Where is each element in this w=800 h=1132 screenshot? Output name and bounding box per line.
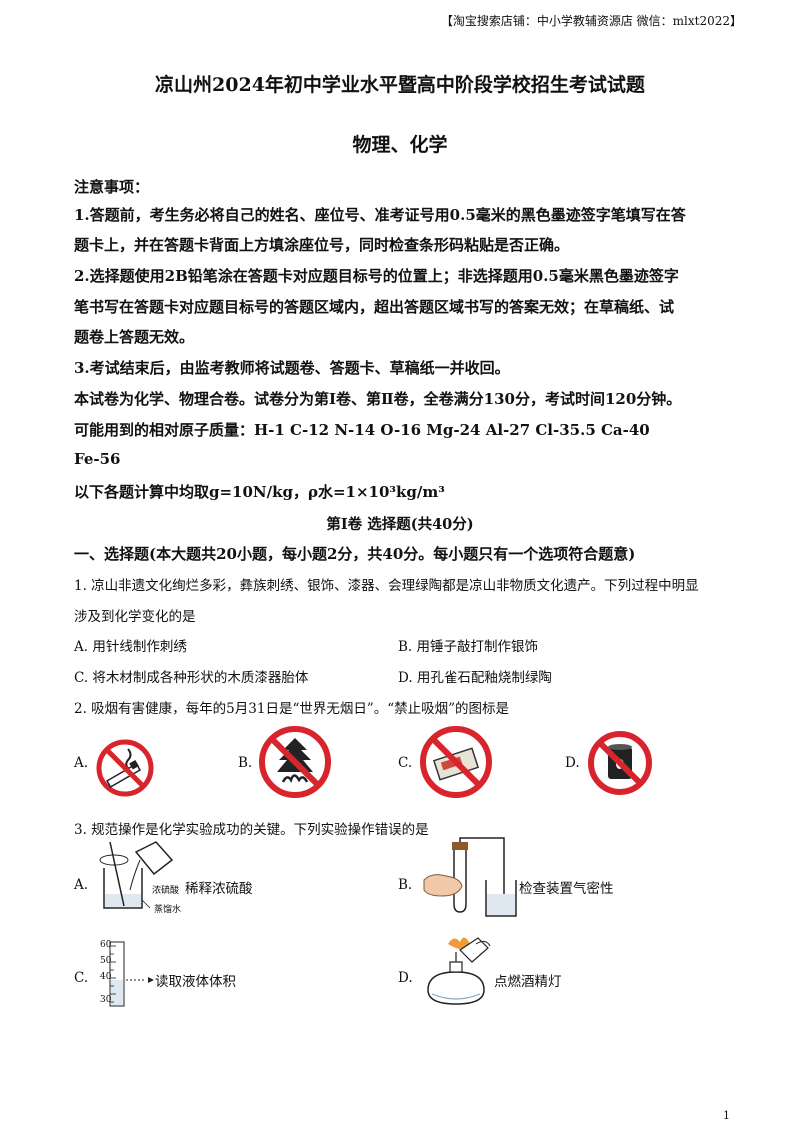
no-matches-sign-icon [420, 726, 492, 798]
q2-label-c: C. [398, 755, 413, 771]
q3-option-d-text: 点燃酒精灯 [494, 974, 562, 990]
q3-stem: 3. 规范操作是化学实验成功的关键。下列实验操作错误的是 [74, 822, 429, 838]
exam-intro: 本试卷为化学、物理合卷。试卷分为第Ⅰ卷、第Ⅱ卷，全卷满分130分，考试时间120… [74, 390, 682, 408]
note-2-line-1: 2.选择题使用2B铅笔涂在答题卡对应题目标号的位置上；非选择题用0.5毫米黑色墨… [74, 267, 679, 285]
atomic-mass-line-1: 可能用到的相对原子质量：H-1 C-12 N-14 O-16 Mg-24 Al-… [74, 421, 650, 439]
q2-label-a: A. [74, 755, 89, 771]
exam-subtitle: 物理、化学 [352, 134, 448, 156]
q3-label-a: A. [74, 877, 89, 893]
note-2-line-3: 题卷上答题无效。 [74, 328, 195, 346]
tick-30: 30 [100, 995, 112, 1005]
notes-heading: 注意事项： [74, 178, 150, 196]
no-flammable-sign-icon [588, 731, 652, 795]
section-title: 第Ⅰ卷 选择题(共40分) [326, 516, 474, 533]
q3-a-tag-water: 蒸馏水 [154, 905, 182, 915]
graduated-cylinder-icon [109, 941, 154, 1007]
header-note: 【淘宝搜索店铺：中小学教辅资源店 微信：mlxt2022】 [440, 14, 742, 28]
q1-stem-line-2: 涉及到化学变化的是 [74, 609, 196, 625]
q1-option-d: D. 用孔雀石配釉烧制绿陶 [398, 670, 552, 686]
no-smoking-sign-icon [96, 739, 154, 797]
q3-option-a-text: 稀释浓硫酸 [185, 881, 253, 897]
page-number: 1 [723, 1109, 730, 1122]
tick-40: 40 [100, 972, 112, 982]
note-1-line-1: 1.答题前，考生务必将自己的姓名、座位号、准考证号用0.5毫米的黑色墨迹签字笔填… [74, 206, 686, 224]
note-2-line-2: 笔书写在答题卡对应题目标号的答题区域内，超出答题区域书写的答案无效；在草稿纸、试 [74, 298, 675, 316]
note-1-line-2: 题卡上，并在答题卡背面上方填涂座位号，同时检查条形码粘贴是否正确。 [74, 236, 570, 254]
q2-label-d: D. [565, 755, 580, 771]
exam-title: 凉山州2024年初中学业水平暨高中阶段学校招生考试试题 [155, 74, 645, 96]
q1-stem-line-1: 1. 凉山非遗文化绚烂多彩，彝族刺绣、银饰、漆器、会理绿陶都是凉山非物质文化遗产… [74, 578, 699, 594]
q3-label-c: C. [74, 970, 89, 986]
q3-a-tag-acid: 浓硫酸 [152, 886, 180, 896]
alcohol-lamp-diagram-icon [427, 937, 491, 1005]
q2-label-b: B. [238, 755, 253, 771]
constants-line: 以下各题计算中均取g=10N/kg，ρ水=1×10³kg/m³ [74, 483, 445, 501]
q2-stem: 2. 吸烟有害健康，每年的5月31日是“世界无烟日”。“禁止吸烟”的图标是 [74, 701, 510, 717]
q1-option-b: B. 用锤子敲打制作银饰 [398, 639, 539, 655]
gas-tightness-diagram-icon [423, 837, 517, 917]
part-heading: 一、选择题(本大题共20小题，每小题2分，共40分。每小题只有一个选项符合题意) [74, 545, 636, 563]
tick-50: 50 [100, 956, 112, 966]
q3-label-d: D. [398, 970, 413, 986]
q3-option-c-text: 读取液体体积 [155, 974, 236, 990]
tick-60: 60 [100, 940, 112, 950]
q3-option-b-text: 检查装置气密性 [519, 881, 614, 897]
dilute-acid-diagram-icon [99, 841, 174, 909]
no-forest-fire-sign-icon [259, 726, 331, 798]
note-3: 3.考试结束后，由监考教师将试题卷、答题卡、草稿纸一并收回。 [74, 359, 510, 377]
atomic-mass-line-2: Fe-56 [74, 450, 121, 468]
q1-option-a: A. 用针线制作刺绣 [74, 639, 187, 655]
q1-option-c: C. 将木材制成各种形状的木质漆器胎体 [74, 670, 309, 686]
q3-label-b: B. [398, 877, 413, 893]
